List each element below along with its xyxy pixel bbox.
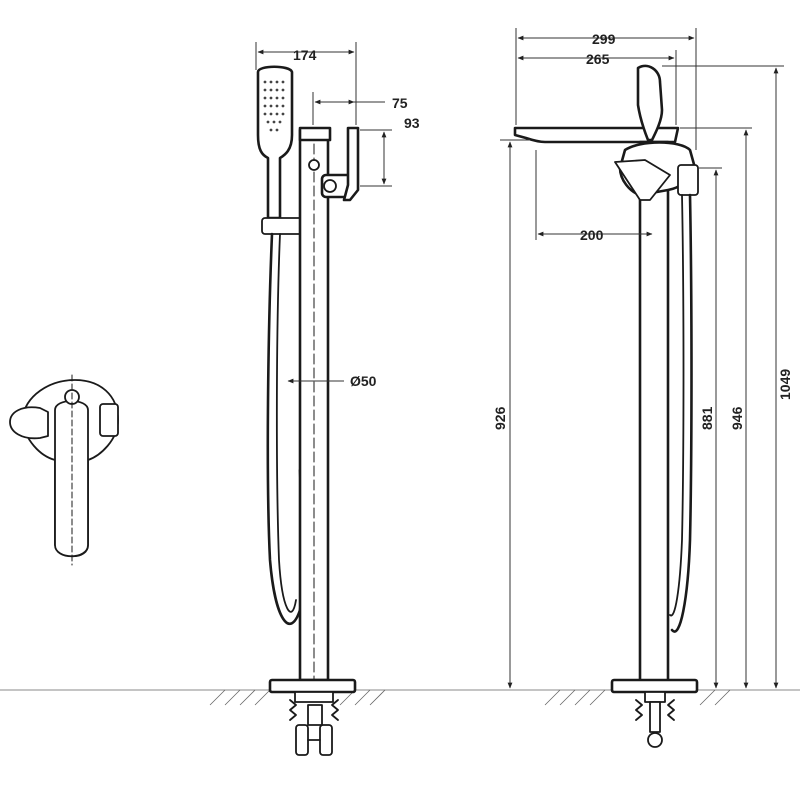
hand-shower-head	[256, 65, 294, 220]
front-hand-shower	[636, 64, 664, 142]
lever	[342, 126, 360, 202]
front-view	[513, 64, 699, 748]
dim-174: 174	[293, 47, 317, 63]
dim-diameter-50: Ø50	[350, 373, 377, 389]
dim-926: 926	[492, 406, 508, 430]
dim-881: 881	[699, 406, 715, 430]
shower-head-dots	[263, 80, 285, 132]
top-view	[9, 374, 119, 566]
shower-hose	[266, 232, 304, 625]
dim-75: 75	[392, 95, 408, 111]
dim-200: 200	[580, 227, 604, 243]
dim-265: 265	[586, 51, 610, 67]
floor-hatch-right	[544, 689, 731, 706]
dim-946: 946	[729, 406, 745, 430]
base-plate	[268, 678, 357, 694]
dim-1049: 1049	[777, 369, 793, 400]
side-view	[256, 65, 360, 756]
front-column	[638, 140, 670, 684]
dim-93: 93	[404, 115, 420, 131]
floor-hatch-left	[209, 689, 386, 706]
dim-299: 299	[592, 31, 616, 47]
spout	[513, 126, 680, 144]
dimension-lines	[255, 28, 784, 689]
